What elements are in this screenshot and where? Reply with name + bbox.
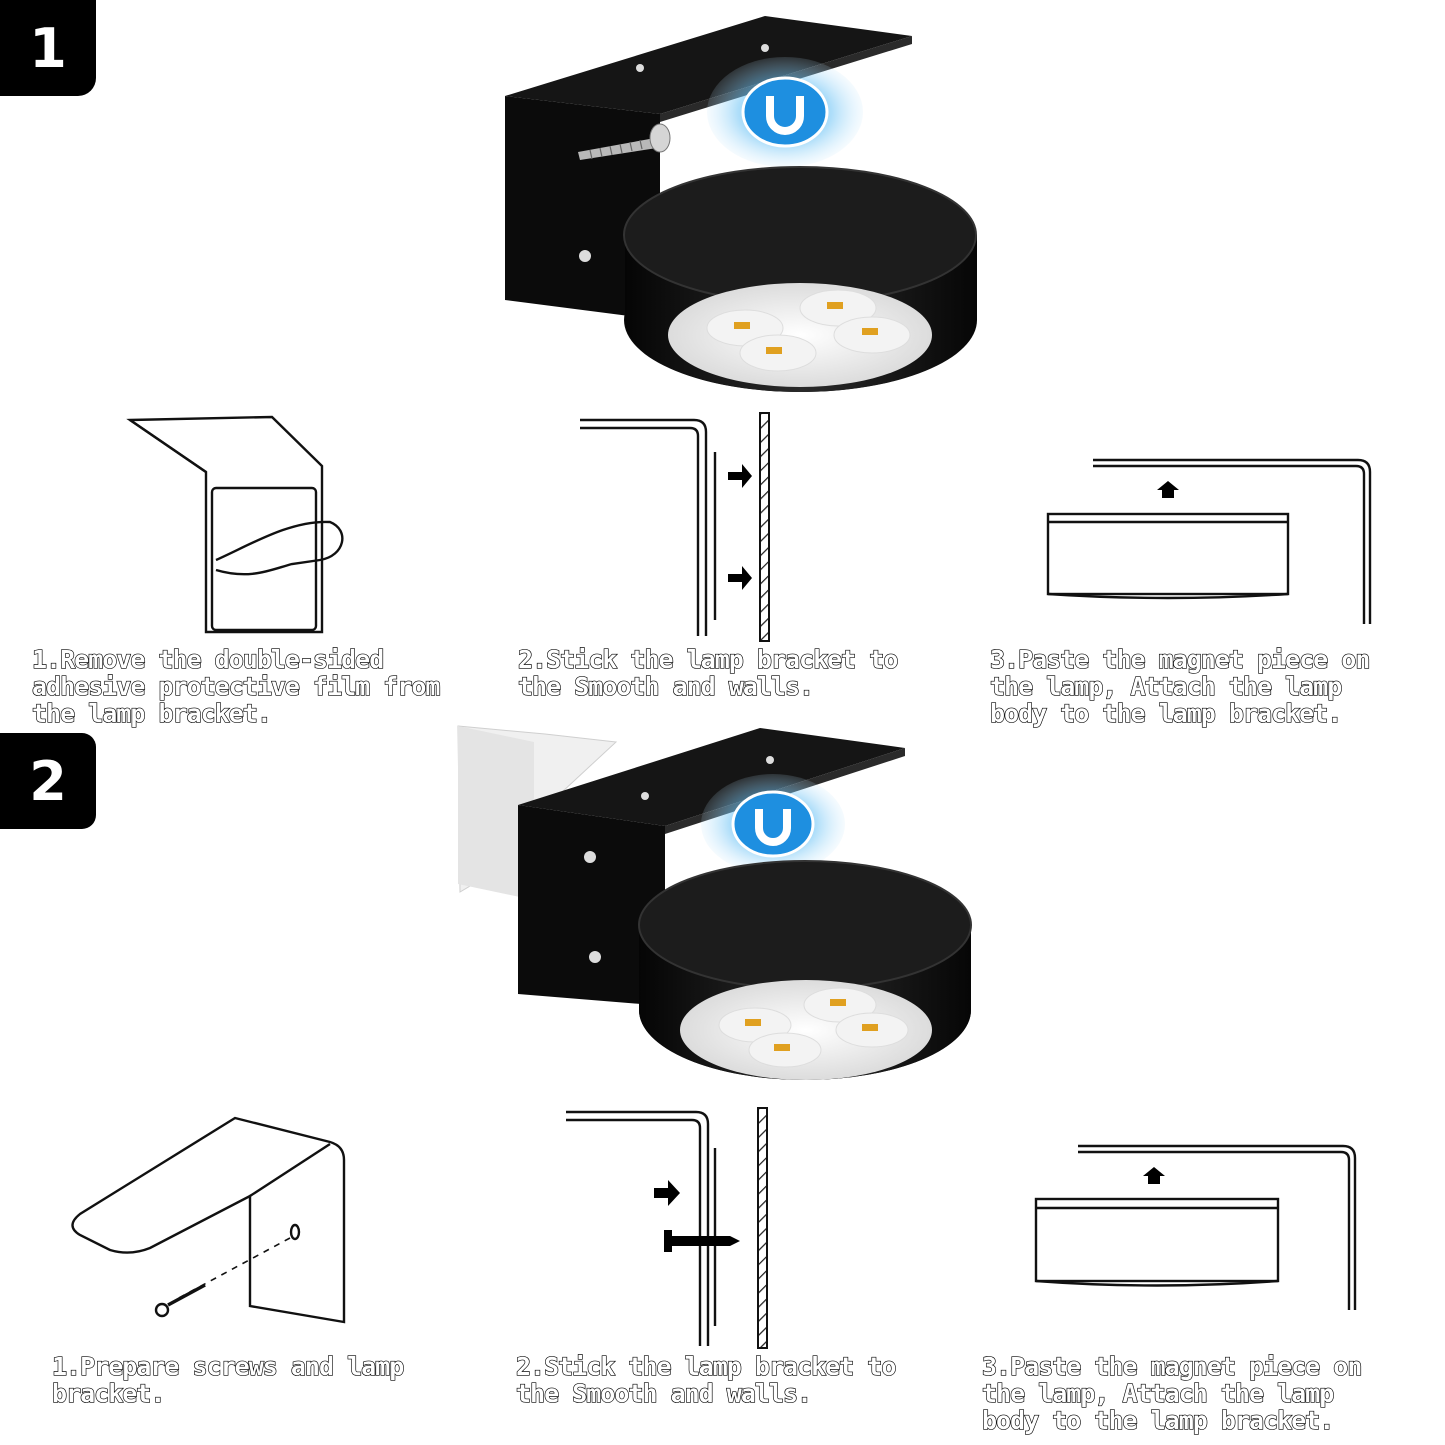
magnet-icon [701, 774, 845, 874]
step1-bracket-film-drawing [126, 415, 344, 634]
section1-step1-caption: 1.Remove the double-sided adhesive prote… [31, 645, 441, 728]
arrow-icon [728, 566, 752, 590]
section-badge-1: 1 [0, 0, 96, 96]
arrow-icon [1143, 1167, 1165, 1184]
step3-lamp-attach-drawing [1046, 458, 1372, 624]
section2-step3-caption: 3.Paste the magnet piece on the lamp, At… [981, 1352, 1363, 1435]
section-badge-2: 2 [0, 733, 96, 829]
arrow-icon [728, 464, 752, 488]
step1-screw-bracket-drawing [71, 1116, 346, 1324]
step2-wall-drawing [580, 412, 770, 642]
magnet-icon [707, 57, 863, 167]
step2-wall-screw-drawing [566, 1107, 768, 1349]
section1-step3-caption: 3.Paste the magnet piece on the lamp, At… [989, 645, 1371, 728]
lamp-photo-2 [638, 860, 972, 1080]
screw-icon [664, 1230, 740, 1252]
section1-step2-caption: 2.Stick the lamp bracket to the Smooth a… [517, 645, 899, 701]
section2-step2-caption: 2.Stick the lamp bracket to the Smooth a… [515, 1352, 897, 1408]
arrow-icon [654, 1180, 680, 1206]
lamp-photo-1 [623, 166, 977, 392]
section2-step1-caption: 1.Prepare screws and lamp bracket. [51, 1352, 405, 1408]
step3-lamp-attach-drawing-2 [1034, 1144, 1357, 1310]
screw-icon [578, 123, 671, 160]
arrow-icon [1157, 481, 1179, 498]
